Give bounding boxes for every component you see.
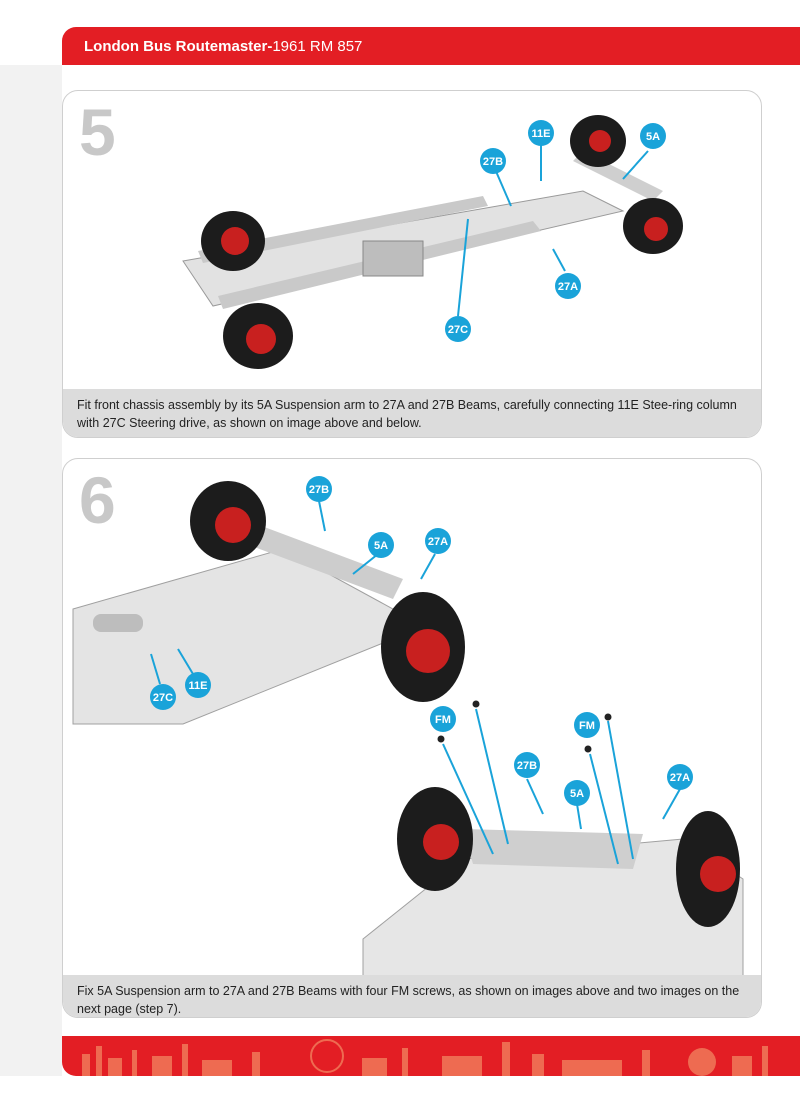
svg-text:11E: 11E: [189, 680, 208, 692]
top-hub-left: [215, 507, 251, 543]
callout-27B: 27B: [306, 476, 332, 502]
callout-27C: 27C: [150, 684, 176, 710]
svg-text:5A: 5A: [570, 788, 584, 800]
callout-27A: 27A: [425, 528, 451, 554]
london-skyline-graphic: [62, 1036, 800, 1076]
callout-11E: 11E: [528, 120, 554, 146]
callout-27A: 27A: [555, 273, 581, 299]
callout-27A: 27A: [667, 764, 693, 790]
bottom-hub-right: [700, 856, 736, 892]
callout-27B: 27B: [514, 752, 540, 778]
top-hub-right: [406, 629, 450, 673]
step-6-illustration: 27B 5A 27A 11E 27C: [63, 459, 762, 977]
svg-text:27A: 27A: [670, 772, 690, 784]
svg-text:11E: 11E: [532, 128, 551, 140]
svg-text:27C: 27C: [153, 692, 173, 704]
step-5-illustration: 11E 27B 5A 27A 27C: [63, 91, 762, 391]
callout-5A: 5A: [640, 123, 666, 149]
svg-text:27A: 27A: [558, 281, 578, 293]
callout-5A: 5A: [368, 532, 394, 558]
step-6-panel: 6 27B 5A 27A 11E: [62, 458, 762, 1018]
rear-hub-right: [246, 324, 276, 354]
page-side-margin: [0, 65, 62, 1076]
svg-text:27B: 27B: [517, 760, 537, 772]
callout-FM-2: FM: [574, 712, 600, 738]
front-hub-right: [644, 217, 668, 241]
svg-text:FM: FM: [579, 720, 595, 732]
front-hub-left: [589, 130, 611, 152]
header-title-bold: London Bus Routemaster-: [84, 38, 272, 55]
callout-5A: 5A: [564, 780, 590, 806]
step-5-caption: Fit front chassis assembly by its 5A Sus…: [63, 389, 761, 437]
bottom-hub-left: [423, 824, 459, 860]
step-5-panel: 5 11E 27B: [62, 90, 762, 438]
callout-27C: 27C: [445, 316, 471, 342]
svg-text:27B: 27B: [309, 484, 329, 496]
page-footer-skyline: [62, 1036, 800, 1076]
svg-text:27C: 27C: [448, 324, 468, 336]
page-header: London Bus Routemaster- 1961 RM 857: [62, 27, 800, 65]
svg-text:FM: FM: [435, 714, 451, 726]
rear-hub-left: [221, 227, 249, 255]
svg-text:27A: 27A: [428, 536, 448, 548]
svg-text:5A: 5A: [374, 540, 388, 552]
step-6-caption: Fix 5A Suspension arm to 27A and 27B Bea…: [63, 975, 761, 1017]
svg-text:27B: 27B: [483, 156, 503, 168]
top-steering-box: [93, 614, 143, 632]
callout-11E: 11E: [185, 672, 211, 698]
svg-text:5A: 5A: [646, 131, 660, 143]
callout-27B: 27B: [480, 148, 506, 174]
header-title-model: 1961 RM 857: [272, 38, 362, 55]
gearbox: [363, 241, 423, 276]
callout-FM-1: FM: [430, 706, 456, 732]
